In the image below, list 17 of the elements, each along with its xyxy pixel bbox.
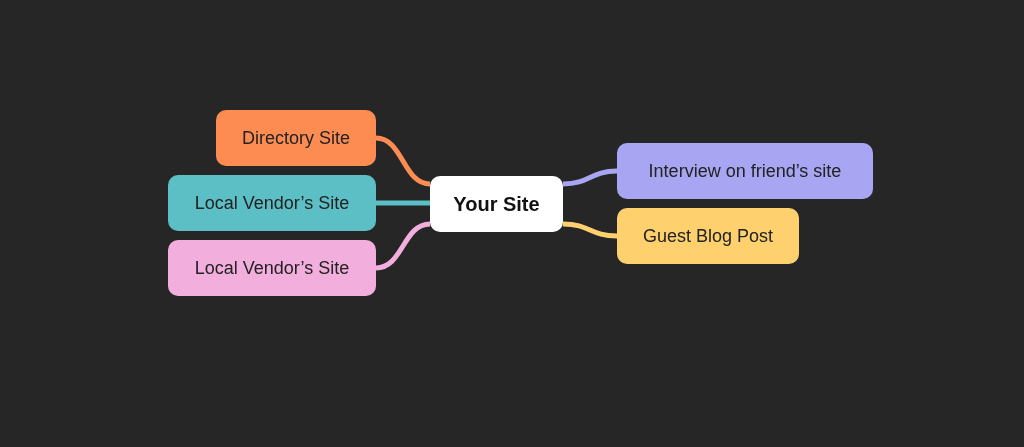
topic-label: Interview on friend’s site (648, 160, 842, 182)
topic-label: Guest Blog Post (642, 225, 774, 247)
central-topic-label: Your Site (453, 192, 540, 216)
connector-line (376, 200, 430, 206)
topic-box (617, 143, 873, 199)
topic-label: Local Vendor’s Site (194, 192, 350, 214)
topic-box (168, 175, 376, 231)
topic-box (216, 110, 376, 166)
topic-box (617, 208, 799, 264)
connector-line (562, 168, 618, 187)
topic-label: Directory Site (242, 127, 350, 149)
connector-line (375, 135, 431, 187)
central-topic-box (430, 176, 563, 232)
connector-line (375, 221, 431, 271)
topic-box (168, 240, 376, 296)
topic-label: Local Vendor’s Site (194, 257, 350, 279)
connector-line (562, 221, 618, 239)
